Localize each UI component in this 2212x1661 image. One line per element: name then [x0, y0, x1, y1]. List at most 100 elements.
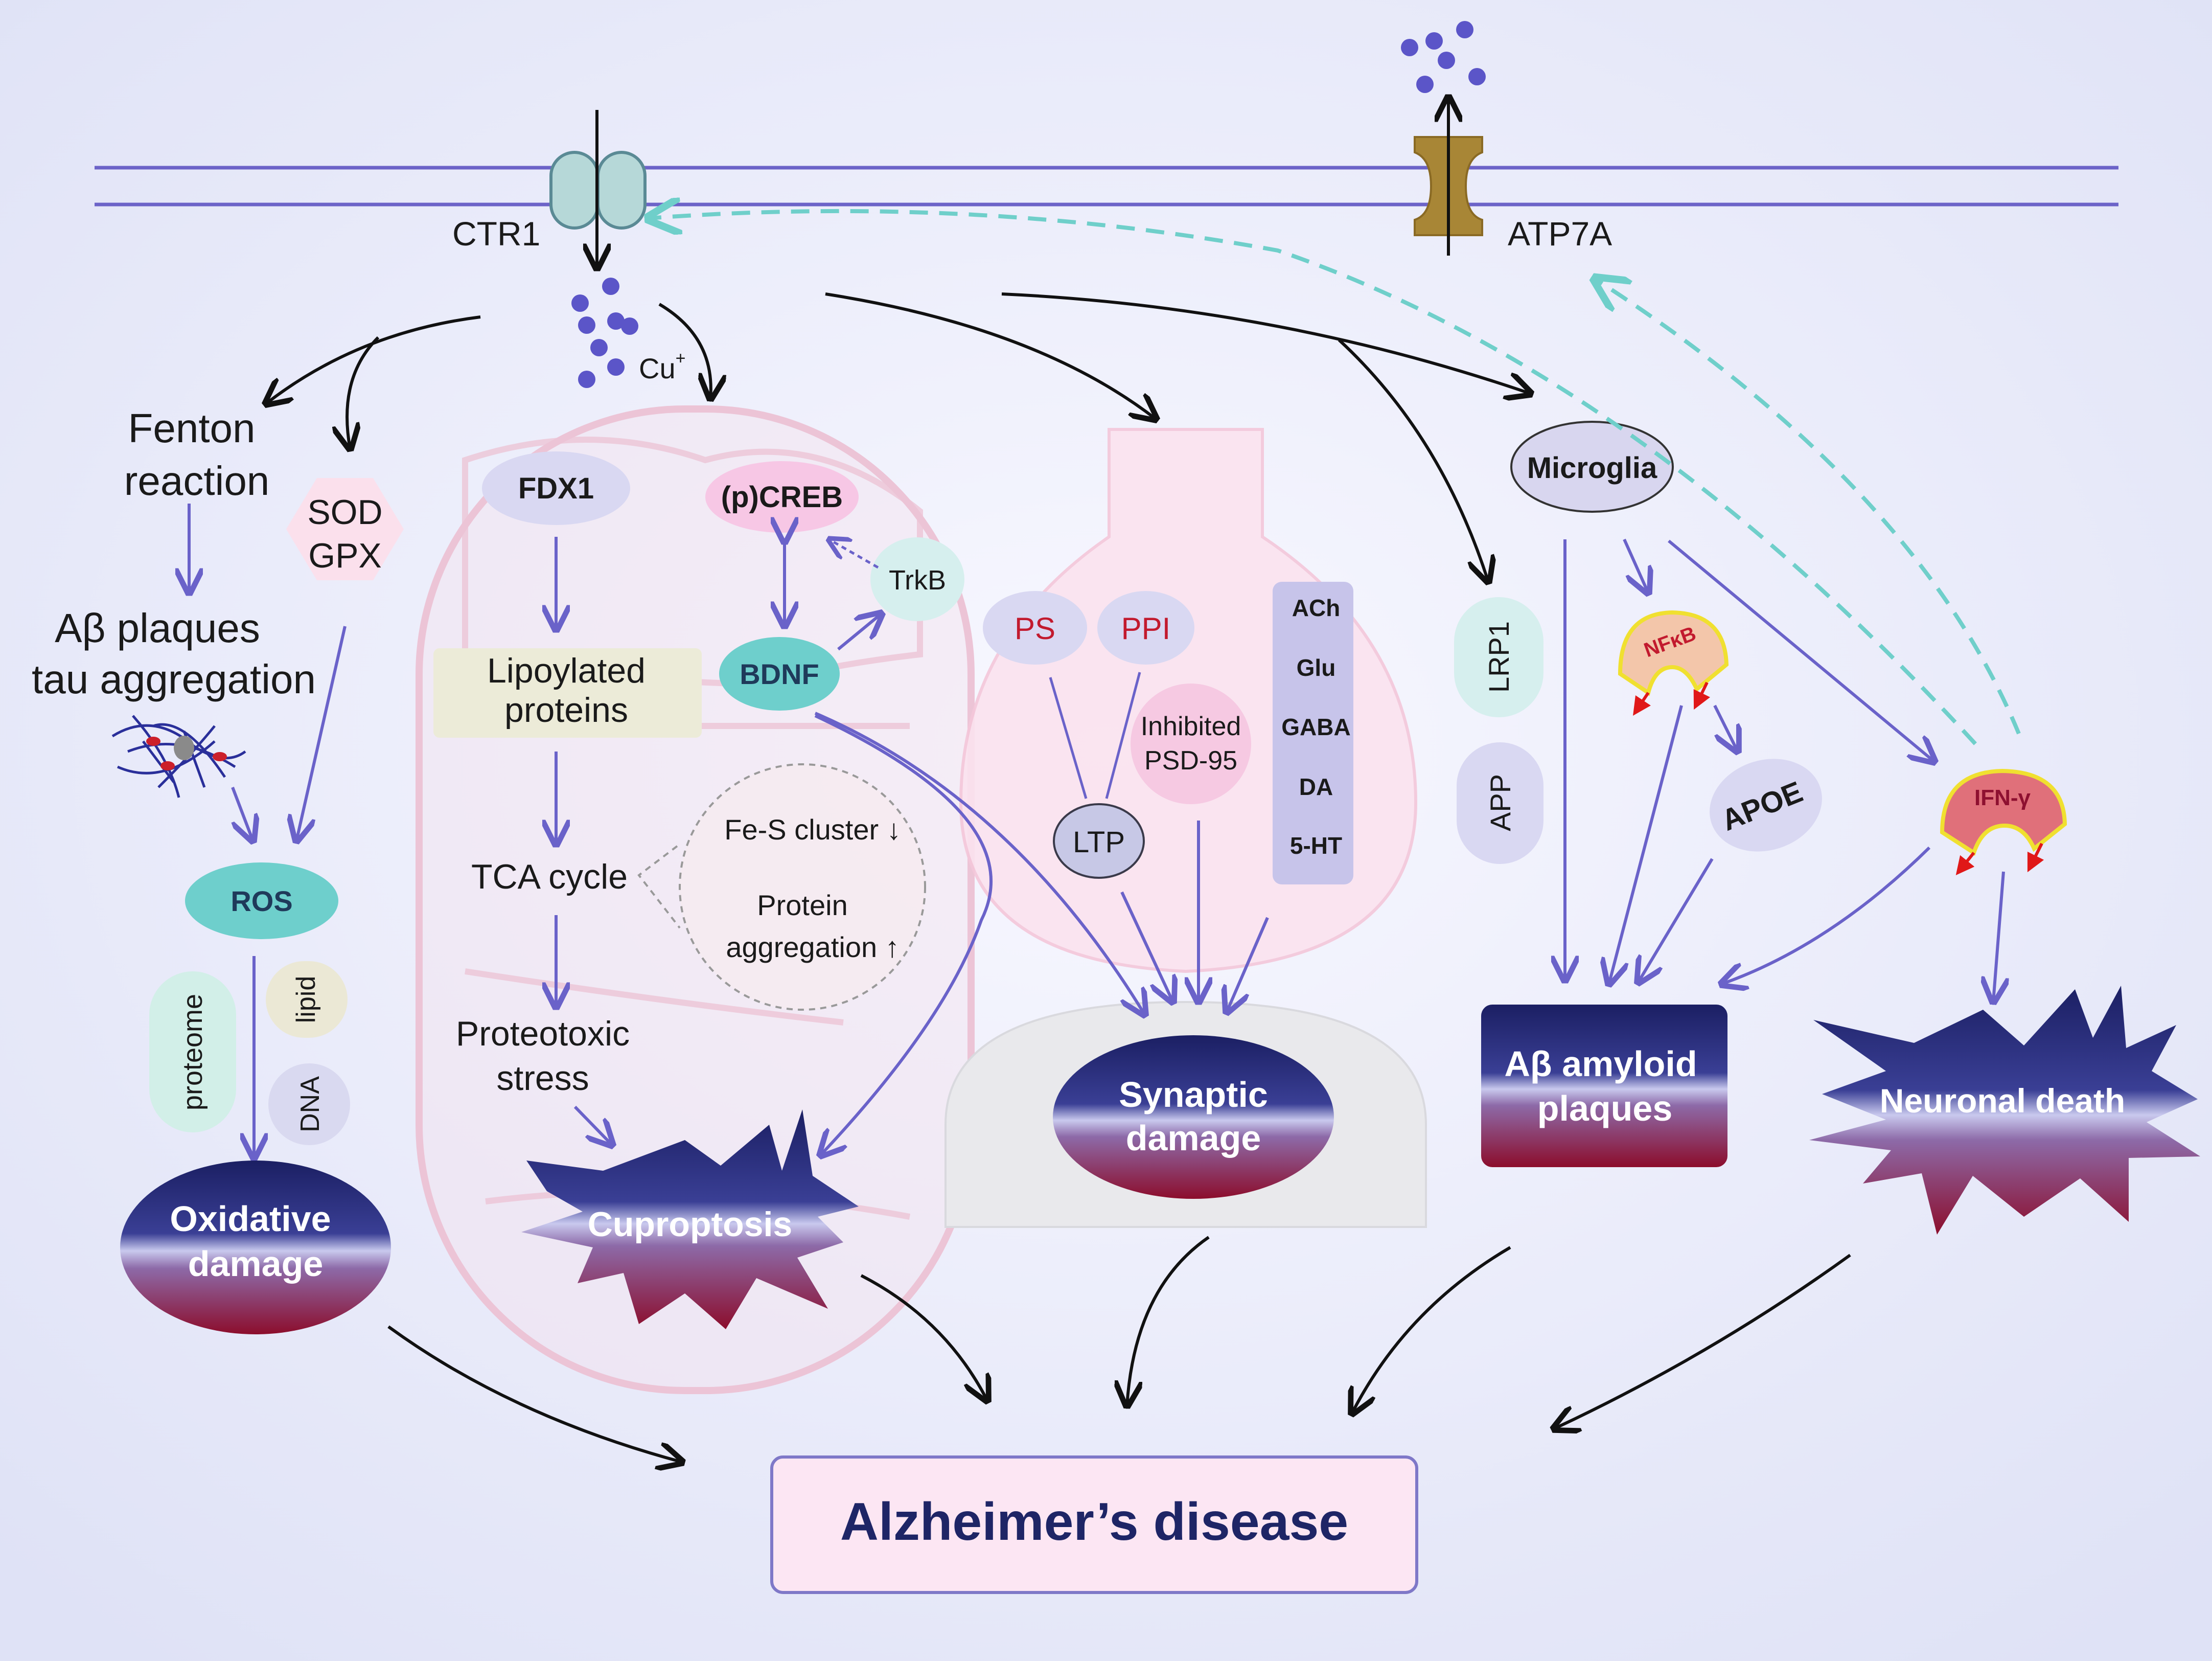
microglia-label: Microglia — [1527, 451, 1657, 485]
cell-membrane — [95, 166, 2118, 207]
pcreb-ellipse — [705, 461, 859, 533]
arrow-tangle-to-ros — [231, 786, 253, 841]
lrp1-pill — [1454, 597, 1543, 717]
tca-detail-connector — [637, 845, 681, 929]
fdx1-label: FDX1 — [518, 472, 594, 505]
arrow-to-synapse — [825, 292, 1156, 419]
oxidative-damage-ellipse — [120, 1161, 391, 1334]
bdnf-ellipse — [719, 637, 840, 711]
protein-agg-label-1: Protein — [757, 889, 847, 921]
cuproptosis-label: Cuproptosis — [588, 1205, 792, 1244]
tca-detail-circle — [679, 763, 926, 1011]
lipoylated-label-2: proteins — [504, 691, 628, 730]
arrow-neuronal-to-ad — [1554, 1254, 1851, 1429]
tau-tangle-icon — [111, 715, 246, 798]
amyloid-label-1: Aβ amyloid — [1504, 1044, 1697, 1084]
arrow-cuproptosis-to-ad — [860, 1274, 987, 1401]
arrow-microglia-to-ifng — [1668, 539, 1934, 762]
gpx-label: GPX — [308, 536, 382, 575]
trkb-ellipse — [870, 537, 964, 621]
exported-copper-dots — [1401, 21, 1486, 93]
alzheimers-box — [770, 1455, 1418, 1594]
neurotransmitter-da: DA — [1299, 773, 1333, 800]
sod-gpx-hexagon — [286, 478, 404, 580]
arrow-bdnf-to-trkb — [837, 613, 882, 651]
arrow-ifng-to-amyloid — [1721, 846, 1931, 984]
synaptic-label-1: Synaptic — [1119, 1075, 1268, 1114]
inhibited-label-1: Inhibited — [1141, 712, 1241, 741]
ltp-label: LTP — [1073, 826, 1125, 859]
copper-ion-label: Cu+ — [639, 349, 685, 384]
apoe-ellipse — [1710, 759, 1822, 852]
fes-label: Fe-S cluster ↓ — [724, 813, 901, 846]
microglia-ellipse — [1510, 421, 1674, 513]
dna-label: DNA — [295, 1076, 325, 1132]
arrow-amyloid-to-ad — [1352, 1246, 1511, 1414]
synaptic-damage-ellipse — [1053, 1035, 1334, 1199]
neurotransmitter-glu: Glu — [1297, 654, 1336, 681]
fdx1-ellipse — [482, 451, 630, 525]
arrow-nfkb-to-apoe — [1713, 704, 1738, 752]
ppi-ellipse — [1097, 591, 1194, 665]
neuronal-label: Neuronal death — [1880, 1082, 2125, 1120]
oxidative-label-2: damage — [188, 1244, 324, 1284]
nfkb-receptor-icon — [1618, 610, 1729, 716]
copper-ion-dots — [571, 278, 638, 388]
arrow-synaptic-to-ad — [1127, 1236, 1210, 1406]
tca-label: TCA cycle — [471, 857, 628, 896]
neurotransmitter-5ht: 5-HT — [1290, 832, 1342, 859]
amyloid-label-2: plaques — [1537, 1088, 1673, 1128]
trkb-label: TrkB — [889, 565, 946, 596]
proteome-pill — [149, 971, 236, 1132]
feedback-arrow-to-atp7a — [1595, 279, 2021, 735]
lipid-pill — [266, 961, 348, 1038]
ifng-receptor-icon — [1940, 768, 2067, 876]
line-ppi-to-ltp — [1105, 672, 1141, 799]
lipoylated-label-1: Lipoylated — [487, 651, 646, 690]
abeta-tau-label-1: Aβ plaques — [55, 605, 260, 651]
line-ps-to-ltp — [1049, 677, 1088, 799]
arrow-oxidative-to-ad — [387, 1325, 682, 1462]
proteome-label: proteome — [177, 994, 208, 1110]
app-pill — [1457, 742, 1543, 864]
ltp-ellipse — [1053, 803, 1145, 879]
proteotoxic-label-2: stress — [496, 1059, 589, 1098]
ctr1-channel-icon — [549, 151, 647, 230]
arrow-nt-to-synaptic — [1227, 917, 1269, 1012]
alzheimers-label: Alzheimer’s disease — [840, 1492, 1348, 1552]
inhibited-label-2: PSD-95 — [1144, 746, 1237, 776]
dna-pill — [268, 1063, 350, 1145]
arrow-ifng-to-neuronal — [1993, 871, 2003, 1002]
arrow-bdnf-to-synaptic — [814, 712, 1145, 1015]
proteotoxic-label-1: Proteotoxic — [456, 1014, 630, 1053]
arrow-to-microglia — [1001, 292, 1531, 394]
lipoylated-box — [433, 648, 702, 738]
arrow-apoe-to-amyloid — [1638, 858, 1714, 983]
ctr1-label: CTR1 — [452, 215, 540, 253]
ps-ellipse — [983, 591, 1087, 665]
arrow-microglia-to-nfkb — [1623, 538, 1648, 593]
neuronal-death-burst — [1809, 986, 2200, 1235]
amyloid-plaques-box — [1481, 1005, 1727, 1167]
arrow-sod-to-ros — [296, 626, 347, 841]
arrow-ltp-to-synaptic — [1120, 891, 1173, 1002]
inhibited-psd95-circle — [1131, 684, 1251, 804]
oxidative-label-1: Oxidative — [170, 1199, 331, 1239]
arrow-trkb-to-pcreb — [829, 539, 879, 569]
neurotransmitter-ach: ACh — [1292, 595, 1341, 621]
arrow-nfkb-to-amyloid — [1609, 705, 1683, 984]
protein-agg-label-2: aggregation ↑ — [726, 931, 899, 963]
synaptic-label-2: damage — [1126, 1118, 1261, 1158]
bdnf-label: BDNF — [740, 658, 819, 690]
ros-ellipse — [185, 862, 338, 939]
arrow-to-fenton — [266, 315, 481, 404]
neurotransmitter-gaba: GABA — [1281, 714, 1350, 740]
arrow-bdnf-to-cuproptosis — [815, 714, 993, 1155]
arrow-to-mitochondrion — [658, 303, 711, 399]
ros-label: ROS — [231, 885, 292, 917]
fenton-label-1: Fenton — [128, 405, 255, 451]
arrow-to-sod — [347, 336, 380, 449]
fenton-label-2: reaction — [124, 458, 270, 504]
ps-label: PS — [1015, 611, 1055, 646]
